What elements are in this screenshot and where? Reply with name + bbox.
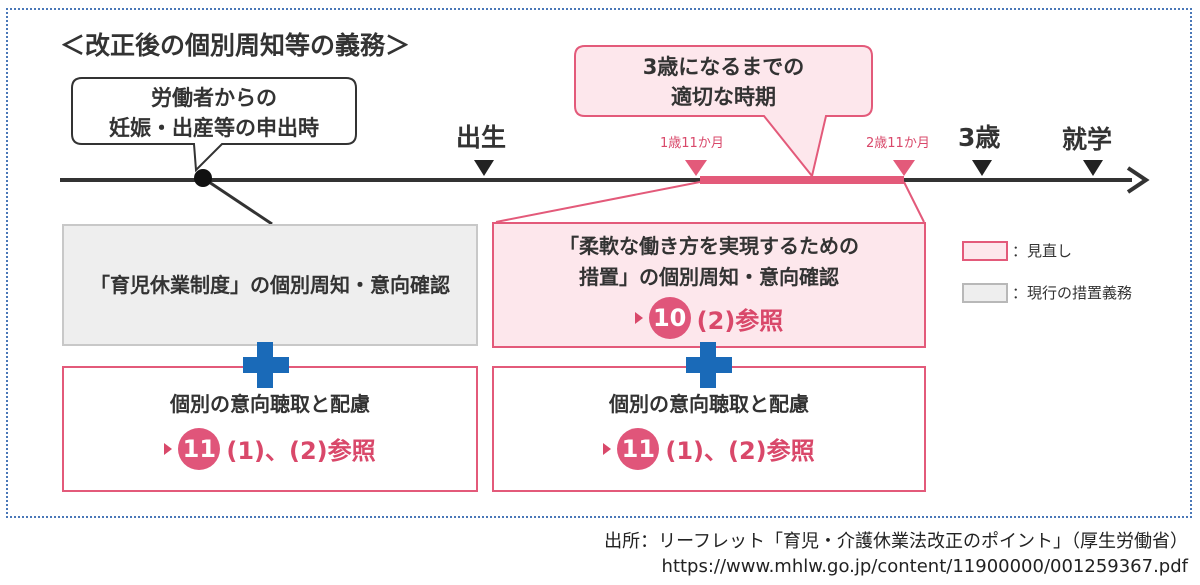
milestone-marker-age3 <box>972 160 992 176</box>
milestone-label-age3: 3歳 <box>958 123 1001 152</box>
flexible-work-reference: 10 (2)参照 <box>634 297 784 339</box>
period-start-marker <box>685 160 707 176</box>
callout-left-line1: 労働者からの <box>151 86 277 110</box>
right-hearing-reference: 11 (1)、(2)参照 <box>603 427 815 470</box>
reference-number-badge: 11 <box>617 427 660 470</box>
period-end-marker <box>893 160 915 176</box>
reference-number-badge: 11 <box>178 427 221 470</box>
callout-left-line2: 妊娠・出産等の申出時 <box>109 116 319 140</box>
right-hearing-consideration-text: 個別の意向聴取と配慮 <box>609 391 809 416</box>
legend-current-swatch <box>962 282 1008 303</box>
left-hearing-reference: 11 (1)、(2)参照 <box>164 427 376 470</box>
legend-current-label: ：現行の措置義務 <box>1012 284 1133 302</box>
diagram-title: ＜改正後の個別周知等の義務＞ <box>60 31 411 60</box>
reference-text: (1)、(2)参照 <box>665 437 815 465</box>
source-citation: 出所：リーフレット「育児・介護休業法改正のポイント」（厚生労働省） <box>604 531 1188 552</box>
reference-arrow-icon <box>164 442 173 455</box>
request-pointer-line <box>202 176 273 226</box>
callout-left-bubble <box>71 77 357 173</box>
source-url: https://www.mhlw.go.jp/content/11900000/… <box>661 556 1188 577</box>
flexible-work-line2: 措置」の個別周知・意向確認 <box>579 265 839 289</box>
milestone-label-birth: 出生 <box>456 123 507 152</box>
timeline-arrowhead <box>1126 166 1150 194</box>
period-end-label: 2歳11か月 <box>866 136 930 151</box>
period-connector-right <box>903 181 925 223</box>
childcare-leave-notice-text: 「育児休業制度」の個別周知・意向確認 <box>90 272 450 297</box>
milestone-marker-birth <box>474 160 494 176</box>
callout-right-text: 3歳になるまでの 適切な時期 <box>575 52 872 112</box>
period-start-label: 1歳11か月 <box>660 136 724 151</box>
reference-arrow-icon <box>603 442 612 455</box>
legend-revised-label: ：見直し <box>1012 242 1073 260</box>
reference-arrow-icon <box>634 312 643 324</box>
callout-right-line1: 3歳になるまでの <box>642 55 805 79</box>
flexible-work-line1: 「柔軟な働き方を実現するための <box>559 234 859 258</box>
period-connector-left <box>495 181 701 223</box>
callout-left-text: 労働者からの 妊娠・出産等の申出時 <box>72 83 356 143</box>
callout-right-line2: 適切な時期 <box>671 85 776 109</box>
legend-current: ：現行の措置義務 <box>962 282 1132 303</box>
milestone-label-school: 就学 <box>1062 125 1113 154</box>
left-hearing-consideration-text: 個別の意向聴取と配慮 <box>170 391 370 416</box>
flexible-work-notice-box: 「柔軟な働き方を実現するための 措置」の個別周知・意向確認 10 (2)参照 <box>492 222 926 348</box>
reference-number-badge: 10 <box>648 297 691 339</box>
legend-revised: ：見直し <box>962 240 1072 261</box>
reference-text: (1)、(2)参照 <box>226 437 376 465</box>
diagram-frame <box>6 8 1192 518</box>
milestone-marker-school <box>1083 160 1103 176</box>
reference-text: (2)参照 <box>696 306 784 335</box>
childcare-leave-notice-box: 「育児休業制度」の個別周知・意向確認 <box>62 224 478 346</box>
callout-right-bubble <box>574 45 873 179</box>
legend-revised-swatch <box>962 240 1008 261</box>
request-time-dot <box>194 169 212 187</box>
